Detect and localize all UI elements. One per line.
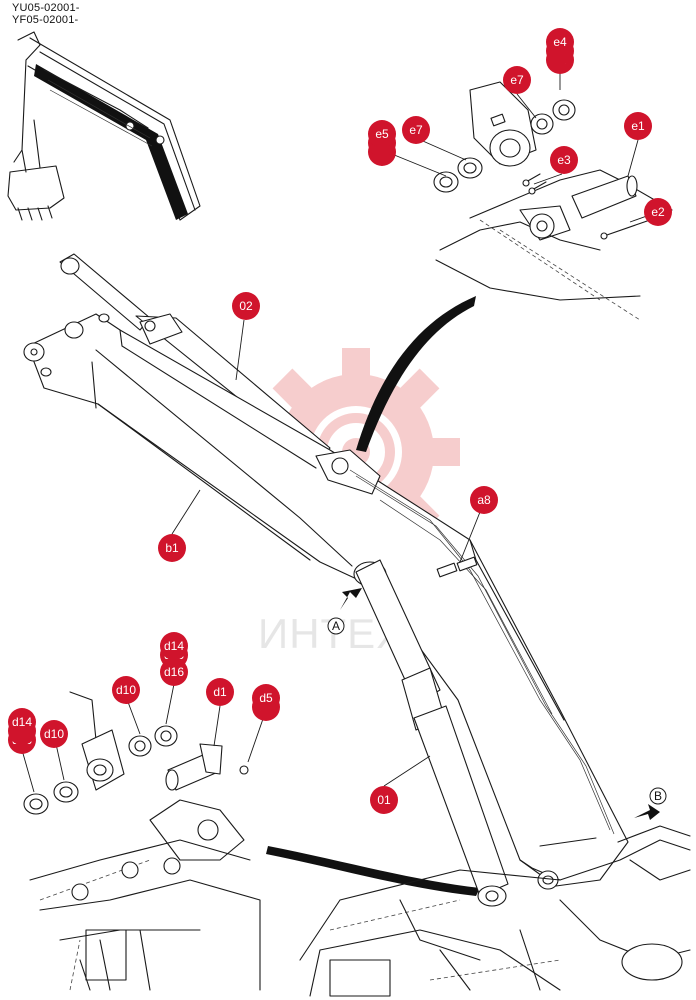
callout-e3[interactable]: e3: [550, 146, 578, 174]
boom-cylinder: [355, 559, 509, 907]
callout-e1-badge: [624, 112, 652, 140]
callout-d10-mid-badge: [112, 676, 140, 704]
callouts: e4e4e7e1e6e5e7e3e202b1a8d16d14d16d10d1d6…: [8, 28, 672, 814]
detail-a-sweep-arrow: [356, 296, 476, 452]
swing-frame: [299, 825, 691, 997]
callout-d1-badge: [206, 678, 234, 706]
callout-d10-mid[interactable]: d10: [112, 676, 140, 704]
callout-e7-left-label: e7: [409, 123, 423, 137]
callout-d14-left-label: d14: [12, 715, 32, 729]
callout-leaders: [21, 56, 659, 793]
callout-e5[interactable]: e5: [368, 120, 396, 148]
callout-e4[interactable]: e4: [546, 28, 574, 56]
callout-e1-label: e1: [631, 119, 645, 133]
callout-e2-label: e2: [651, 205, 665, 219]
callout-d16-mid-badge: [160, 658, 188, 686]
view-marker-a: A: [327, 588, 362, 635]
callout-a8-label: a8: [477, 493, 491, 507]
callout-b1-badge: [158, 534, 186, 562]
callout-d1[interactable]: d1: [206, 678, 234, 706]
callout-d5-badge: [252, 684, 280, 712]
callout-d14-mid[interactable]: d14: [160, 632, 188, 660]
callout-e7-left[interactable]: e7: [402, 116, 430, 144]
boom-assembly: [23, 253, 629, 890]
view-marker-b: B: [634, 787, 667, 820]
callout-02-badge: [232, 292, 260, 320]
callout-e3-badge: [550, 146, 578, 174]
callout-01-badge: [370, 786, 398, 814]
callout-02-label: 02: [239, 299, 253, 313]
callout-e2[interactable]: e2: [644, 198, 672, 226]
callout-d5-label: d5: [259, 691, 273, 705]
callout-d14-left-badge: [8, 708, 36, 736]
callout-e7-top-badge: [503, 66, 531, 94]
callout-d10-left-label: d10: [44, 727, 64, 741]
callout-d10-left[interactable]: d10: [40, 720, 68, 748]
callout-d1-label: d1: [213, 685, 227, 699]
callout-d10-left-badge: [40, 720, 68, 748]
boom-foot-pin-detail: [433, 81, 673, 321]
callout-d5[interactable]: d5: [252, 684, 280, 712]
overview-sketch: [7, 31, 201, 221]
callout-02[interactable]: 02: [232, 292, 260, 320]
callout-d16-mid-label: d16: [164, 665, 184, 679]
callout-e7-top[interactable]: e7: [503, 66, 531, 94]
callout-b1[interactable]: b1: [158, 534, 186, 562]
callout-d14-mid-label: d14: [164, 639, 184, 653]
serial-range-2: YF05-02001-: [12, 14, 79, 26]
cylinder-pin-detail: [23, 691, 261, 991]
callout-e5-label: e5: [375, 127, 389, 141]
callout-d14-left[interactable]: d14: [8, 708, 36, 736]
callout-d10-mid-label: d10: [116, 683, 136, 697]
callout-a8[interactable]: a8: [470, 486, 498, 514]
callout-e4-label: e4: [553, 35, 567, 49]
callout-e4-badge: [546, 28, 574, 56]
view-a-letter: A: [332, 619, 340, 633]
serial-range-1: YU05-02001-: [12, 2, 80, 14]
callout-e7-top-label: e7: [510, 73, 524, 87]
callout-d16-mid[interactable]: d16: [160, 658, 188, 686]
callout-b1-label: b1: [165, 541, 179, 555]
callout-e1[interactable]: e1: [624, 112, 652, 140]
detail-b-sweep-arrow: [266, 846, 480, 896]
callout-01-label: 01: [377, 793, 391, 807]
callout-e2-badge: [644, 198, 672, 226]
callout-a8-badge: [470, 486, 498, 514]
callout-e5-badge: [368, 120, 396, 148]
view-b-letter: B: [654, 789, 662, 803]
callout-d14-mid-badge: [160, 632, 188, 660]
callout-e7-left-badge: [402, 116, 430, 144]
callout-01[interactable]: 01: [370, 786, 398, 814]
serial-number-ranges: YU05-02001- YF05-02001-: [12, 2, 80, 26]
callout-e3-label: e3: [557, 153, 571, 167]
